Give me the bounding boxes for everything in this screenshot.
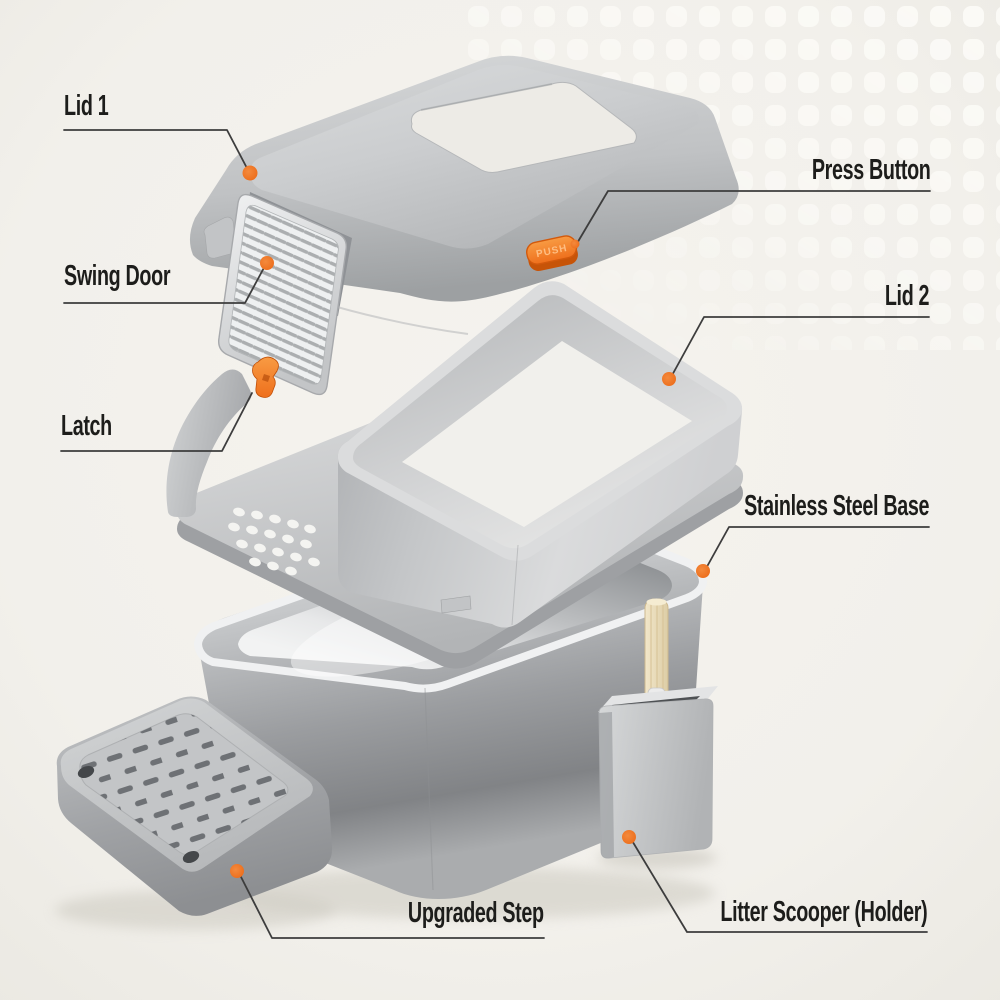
lid2-vent-holes	[228, 507, 320, 576]
lid2-front-tab	[440, 595, 472, 614]
callout-dot-base	[696, 564, 710, 578]
leader-line-lid2	[669, 316, 930, 380]
leader-line-lid1	[63, 129, 250, 173]
lid2-shape	[166, 281, 744, 669]
step-hole	[182, 850, 200, 864]
label-lid1: Lid 1	[64, 90, 109, 122]
litter-scooper-holder-shape	[598, 598, 718, 859]
label-upgraded-step: Upgraded Step	[408, 897, 544, 929]
latch-shape	[252, 356, 279, 398]
leader-line-step	[238, 872, 545, 939]
upgraded-step-shape	[56, 696, 333, 916]
leader-line-latch	[60, 392, 253, 452]
label-stainless-steel-base: Stainless Steel Base	[743, 490, 929, 522]
swing-door-slats	[228, 204, 339, 385]
lid1-top-opening	[410, 81, 637, 173]
callout-dot-press-button	[570, 239, 580, 249]
label-swing-door: Swing Door	[64, 260, 171, 292]
leader-line-press-button	[575, 190, 931, 246]
label-litter-scooper: Litter Scooper (Holder)	[720, 896, 927, 928]
callout-dot-lid2	[662, 372, 676, 386]
label-press-button: Press Button	[811, 154, 930, 186]
lid2-left-arm	[166, 369, 252, 517]
callout-dot-lid1	[242, 165, 258, 181]
step-vent-slots	[79, 713, 288, 855]
callout-dot-step	[230, 864, 244, 878]
leader-line-base	[703, 526, 930, 573]
callout-dot-scooper	[622, 830, 636, 844]
step-hole	[77, 765, 95, 779]
label-lid2: Lid 2	[884, 280, 930, 312]
leader-line-scooper	[630, 838, 928, 933]
leader-line-swing-door	[63, 263, 267, 304]
callout-dot-swing-door	[260, 256, 274, 270]
label-latch: Latch	[61, 410, 112, 442]
swing-door-shape	[218, 193, 347, 396]
